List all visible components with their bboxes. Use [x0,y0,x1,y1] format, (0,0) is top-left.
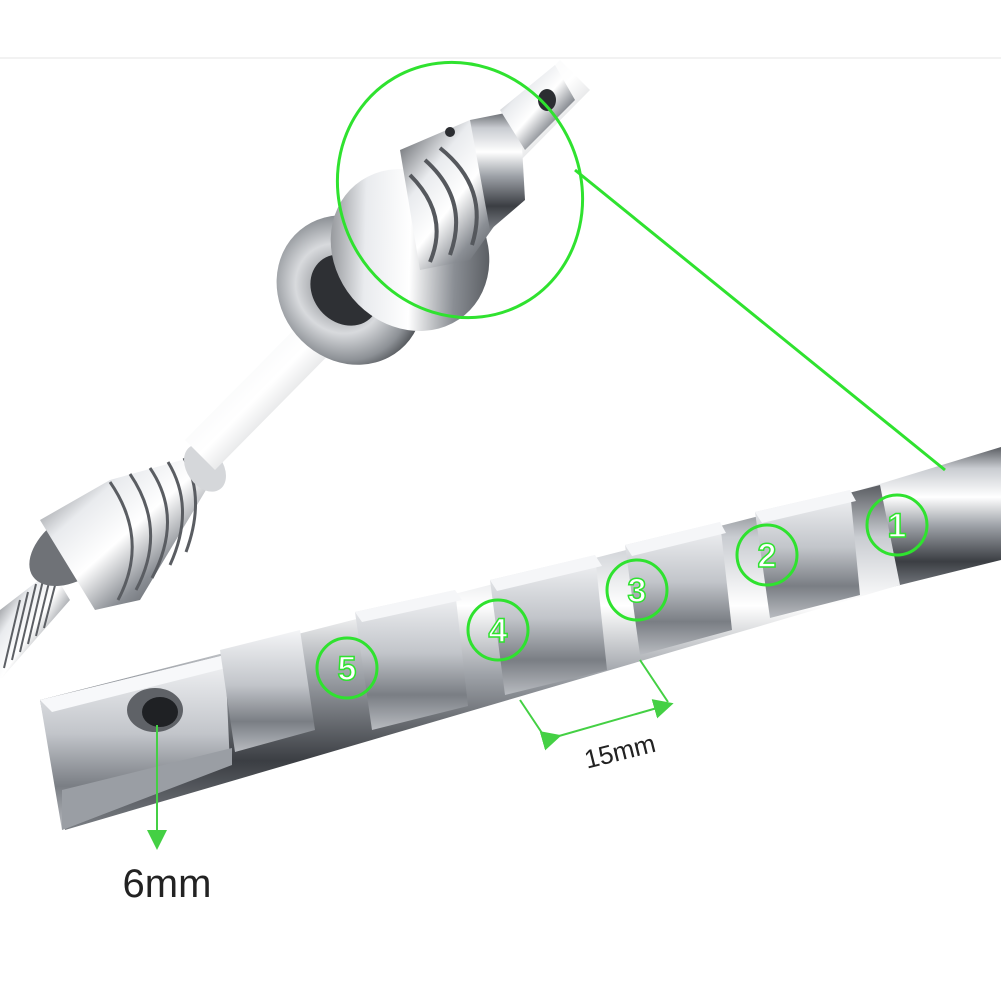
highlight-overlay [335,60,946,472]
threaded-section [0,565,70,680]
detail-callout-line [574,168,946,472]
position-markers: 1 2 3 4 5 [315,493,929,700]
position-marker-1: 1 [865,493,929,557]
position-number: 1 [888,507,907,545]
position-marker-4: 4 [466,598,530,662]
position-number: 2 [758,537,777,575]
hole-dimension: 6mm [123,725,212,906]
square-end-block [40,655,238,830]
position-marker-5: 5 [315,636,379,700]
hole-label: 6mm [123,862,212,906]
position-number: 5 [338,650,357,688]
slide-hammer-rod [0,60,590,680]
position-marker-3: 3 [605,558,669,622]
spacing-label: 15mm [581,728,658,775]
notched-bar [40,447,1001,830]
position-number: 3 [628,572,647,610]
position-marker-2: 2 [735,523,799,587]
conical-handle [29,444,226,610]
slotted-tip [500,65,575,150]
detail-callout-ellipse [335,60,585,320]
bar-segments [220,490,860,752]
position-number: 4 [489,612,508,650]
stepped-collar [400,110,525,270]
